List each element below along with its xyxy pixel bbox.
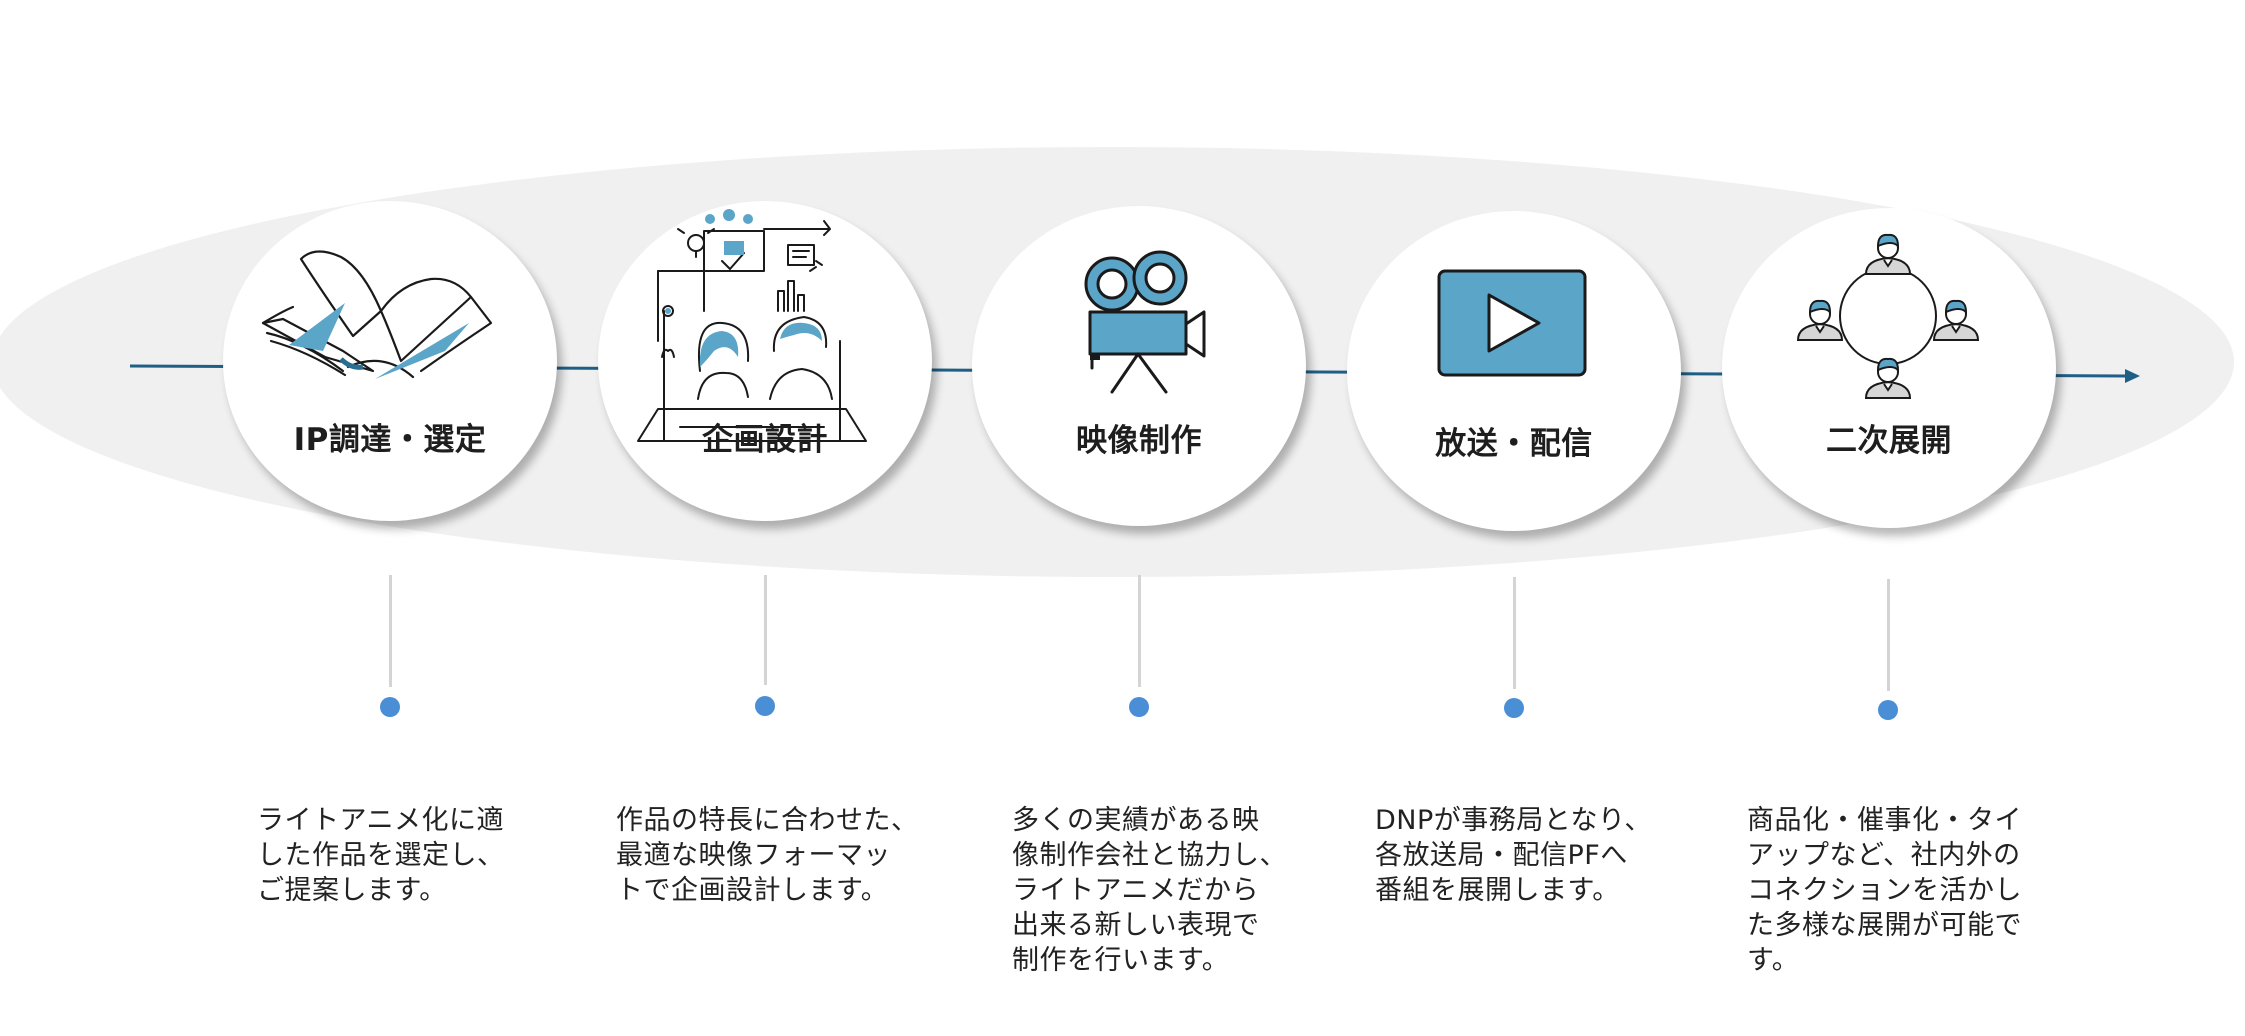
step-circle-secondary-development: 二次展開: [1722, 208, 2056, 528]
step-circle-planning: 企画設計: [598, 201, 932, 521]
open-book-icon: [261, 250, 493, 379]
play-button-icon: [1437, 269, 1587, 377]
people-network-icon: [1796, 233, 1980, 399]
step-connector-1: [389, 575, 392, 687]
step-marker-dot-4: [1504, 698, 1524, 718]
step-circle-video-production: 映像制作: [972, 206, 1306, 526]
step-description: 商品化・催事化・タイ アップなど、社内外の コネクションを活かし た多様な展開が…: [1747, 805, 2022, 976]
movie-camera-icon: [1084, 250, 1206, 394]
step-circle-ip-procurement: IP調達・選定: [223, 201, 557, 521]
step-description: DNPが事務局となり、 各放送局・配信PFへ 番組を展開します。: [1375, 805, 1652, 906]
step-marker-dot-5: [1878, 700, 1898, 720]
step-marker-dot-2: [755, 696, 775, 716]
flow-arrowhead-icon: [2125, 369, 2140, 383]
step-title: 企画設計: [702, 422, 828, 458]
step-description: ライトアニメ化に適 した作品を選定し、 ご提案します。: [257, 805, 505, 906]
step-connector-5: [1887, 579, 1890, 691]
step-connector-2: [764, 575, 767, 685]
step-connector-3: [1138, 575, 1141, 687]
step-description: 作品の特長に合わせた、 最適な映像フォーマッ トで企画設計します。: [616, 805, 919, 906]
step-title: 二次展開: [1826, 423, 1952, 459]
step-circle-broadcast: 放送・配信: [1347, 211, 1681, 531]
step-description: 多くの実績がある映 像制作会社と協力し、 ライトアニメだから 出来る新しい表現で…: [1012, 805, 1287, 976]
step-marker-dot-3: [1129, 697, 1149, 717]
step-title: 放送・配信: [1435, 426, 1593, 462]
step-marker-dot-1: [380, 697, 400, 717]
step-connector-4: [1513, 577, 1516, 689]
step-title: IP調達・選定: [293, 422, 487, 458]
planning-meeting-icon: [637, 209, 867, 442]
step-title: 映像制作: [1076, 423, 1202, 459]
